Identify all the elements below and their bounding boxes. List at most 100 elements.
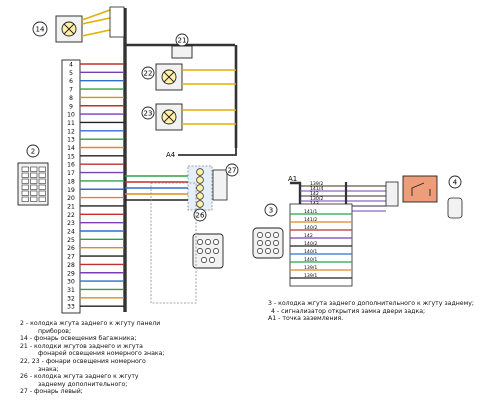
component-26-marker <box>193 208 207 222</box>
pin-number: 17 <box>67 170 75 177</box>
connector-26 <box>192 233 224 269</box>
lamp-27-bulb <box>196 168 204 176</box>
component-14-label: 14 <box>36 26 45 34</box>
pin-number: 27 <box>67 254 75 261</box>
connector-2-pin <box>21 190 29 196</box>
lamp-27-bulbs <box>196 168 204 208</box>
connector-3-pin <box>265 240 271 246</box>
connector-26-pin <box>197 239 203 245</box>
pin-number: 20 <box>67 195 75 202</box>
connector-2 <box>17 162 49 206</box>
pin-number: 31 <box>67 287 75 294</box>
pin-number: 29 <box>67 270 75 277</box>
connector-3 <box>252 227 284 259</box>
connector-3-wires: 141/1141/2140/2142140/2140/1140/1139/113… <box>290 209 352 279</box>
connector-2-pin <box>38 184 46 190</box>
connector-26-frame <box>150 182 197 304</box>
connector-26-pin <box>197 248 203 254</box>
connector-2-pin <box>21 166 29 172</box>
connector-26-pin <box>205 248 211 254</box>
connector-3-wire-label: 139/1 <box>304 265 317 271</box>
component-27-label: 27 <box>228 167 237 175</box>
connector-2-grid <box>21 166 46 202</box>
component-2-label: 2 <box>31 148 35 156</box>
pin-rows: 4567891011121314151617181920212223242526… <box>67 62 124 311</box>
pin-number: 12 <box>67 128 75 135</box>
connector-2-pin <box>21 178 29 184</box>
connector-2-pin <box>30 184 38 190</box>
connector-21-top <box>109 6 125 38</box>
lamp-22 <box>155 63 236 91</box>
connector-2-pin <box>21 184 29 190</box>
pin-number: 10 <box>67 112 75 119</box>
connector-2-pin <box>38 178 46 184</box>
component-22-label: 22 <box>144 70 153 78</box>
connector-3-pin <box>273 248 279 254</box>
sensor-4-plug <box>447 197 463 219</box>
pin-number: 28 <box>67 262 75 269</box>
connector-2-pin <box>38 172 46 178</box>
legend-left: 2 - колодка жгута заднего к жгуту панели… <box>20 320 164 396</box>
pin-number: 4 <box>69 62 73 69</box>
pin-number: 30 <box>67 279 75 286</box>
connector-3-pin <box>257 248 263 254</box>
pin-number: 21 <box>67 203 75 210</box>
pin-number: 9 <box>69 103 73 110</box>
connector-2-pin <box>38 196 46 202</box>
ground-a1-wire <box>290 181 302 212</box>
lamp-23-cross <box>163 111 175 123</box>
connector-2-pin <box>30 190 38 196</box>
component-3-label: 3 <box>269 207 273 215</box>
component-3-marker <box>264 203 278 217</box>
component-4-label: 4 <box>453 179 458 187</box>
connector-2-pin <box>30 178 38 184</box>
sensor-4-connector <box>385 181 399 207</box>
legend-left-line: 26 - колодка жгута заднего к жгуту <box>20 373 139 381</box>
connector-2-pin <box>30 196 38 202</box>
lamp-27-bulb <box>196 200 204 208</box>
component-23-marker <box>141 106 155 120</box>
component-2-marker <box>26 144 40 158</box>
legend-right-line: A1 - точка заземления. <box>268 315 344 323</box>
legend-right: 3 - колодка жгута заднего дополнительног… <box>268 300 474 323</box>
ground-a1-label: A1 <box>288 175 297 183</box>
lamp-27-wires <box>125 175 188 201</box>
pin-number: 13 <box>67 137 75 144</box>
connector-26-pin <box>213 239 219 245</box>
connector-26-pin <box>213 248 219 254</box>
legend-left-line: 27 - фонарь левый; <box>20 388 83 396</box>
component-27-marker <box>225 163 239 177</box>
component-22-marker <box>141 66 155 80</box>
connector-3-wire-label: 142 <box>304 233 313 239</box>
connector-2-pin-column <box>61 59 81 314</box>
legend-right-line: 4 - сигнализатор открытия замка двери за… <box>271 307 426 315</box>
pin-number: 7 <box>69 87 73 94</box>
legend-left-line: приборов; <box>38 327 72 335</box>
legend-left-line: знака; <box>38 365 59 373</box>
legend-left-line: фонарей освещения номерного знака; <box>38 350 165 358</box>
legend-left-line: 21 - колодки жгутов заднего и жгута <box>20 342 143 350</box>
connector-3-wire-label: 141/2 <box>304 217 317 223</box>
connector-3-pin <box>257 240 263 246</box>
connector-2-pin <box>21 196 29 202</box>
legend-left-line: заднему дополнительного; <box>38 380 128 388</box>
pin-number: 23 <box>67 220 75 227</box>
lamp-14-cross <box>63 23 75 35</box>
legend-left-line: 2 - колодка жгута заднего к жгуту панели <box>20 320 161 327</box>
pin-number: 16 <box>67 162 75 169</box>
connector-3-pin <box>273 240 279 246</box>
connector-3-wire-label: 140/2 <box>304 241 317 247</box>
right-wire-label: 139/2 <box>310 181 323 187</box>
ground-a4-wire <box>178 148 237 156</box>
right-wire-label: 130/2 <box>310 196 323 202</box>
sensor-4-body <box>402 175 438 203</box>
lamp-23-wires <box>182 109 236 125</box>
connector-3-wire-label: 141/1 <box>304 209 317 215</box>
connector-3-pin <box>265 232 271 238</box>
sensor-4-switch <box>411 182 431 196</box>
connector-3-pin <box>265 248 271 254</box>
ground-a4-label: A4 <box>166 151 176 159</box>
component-14-marker <box>32 21 48 37</box>
connector-26-pin <box>209 257 215 263</box>
